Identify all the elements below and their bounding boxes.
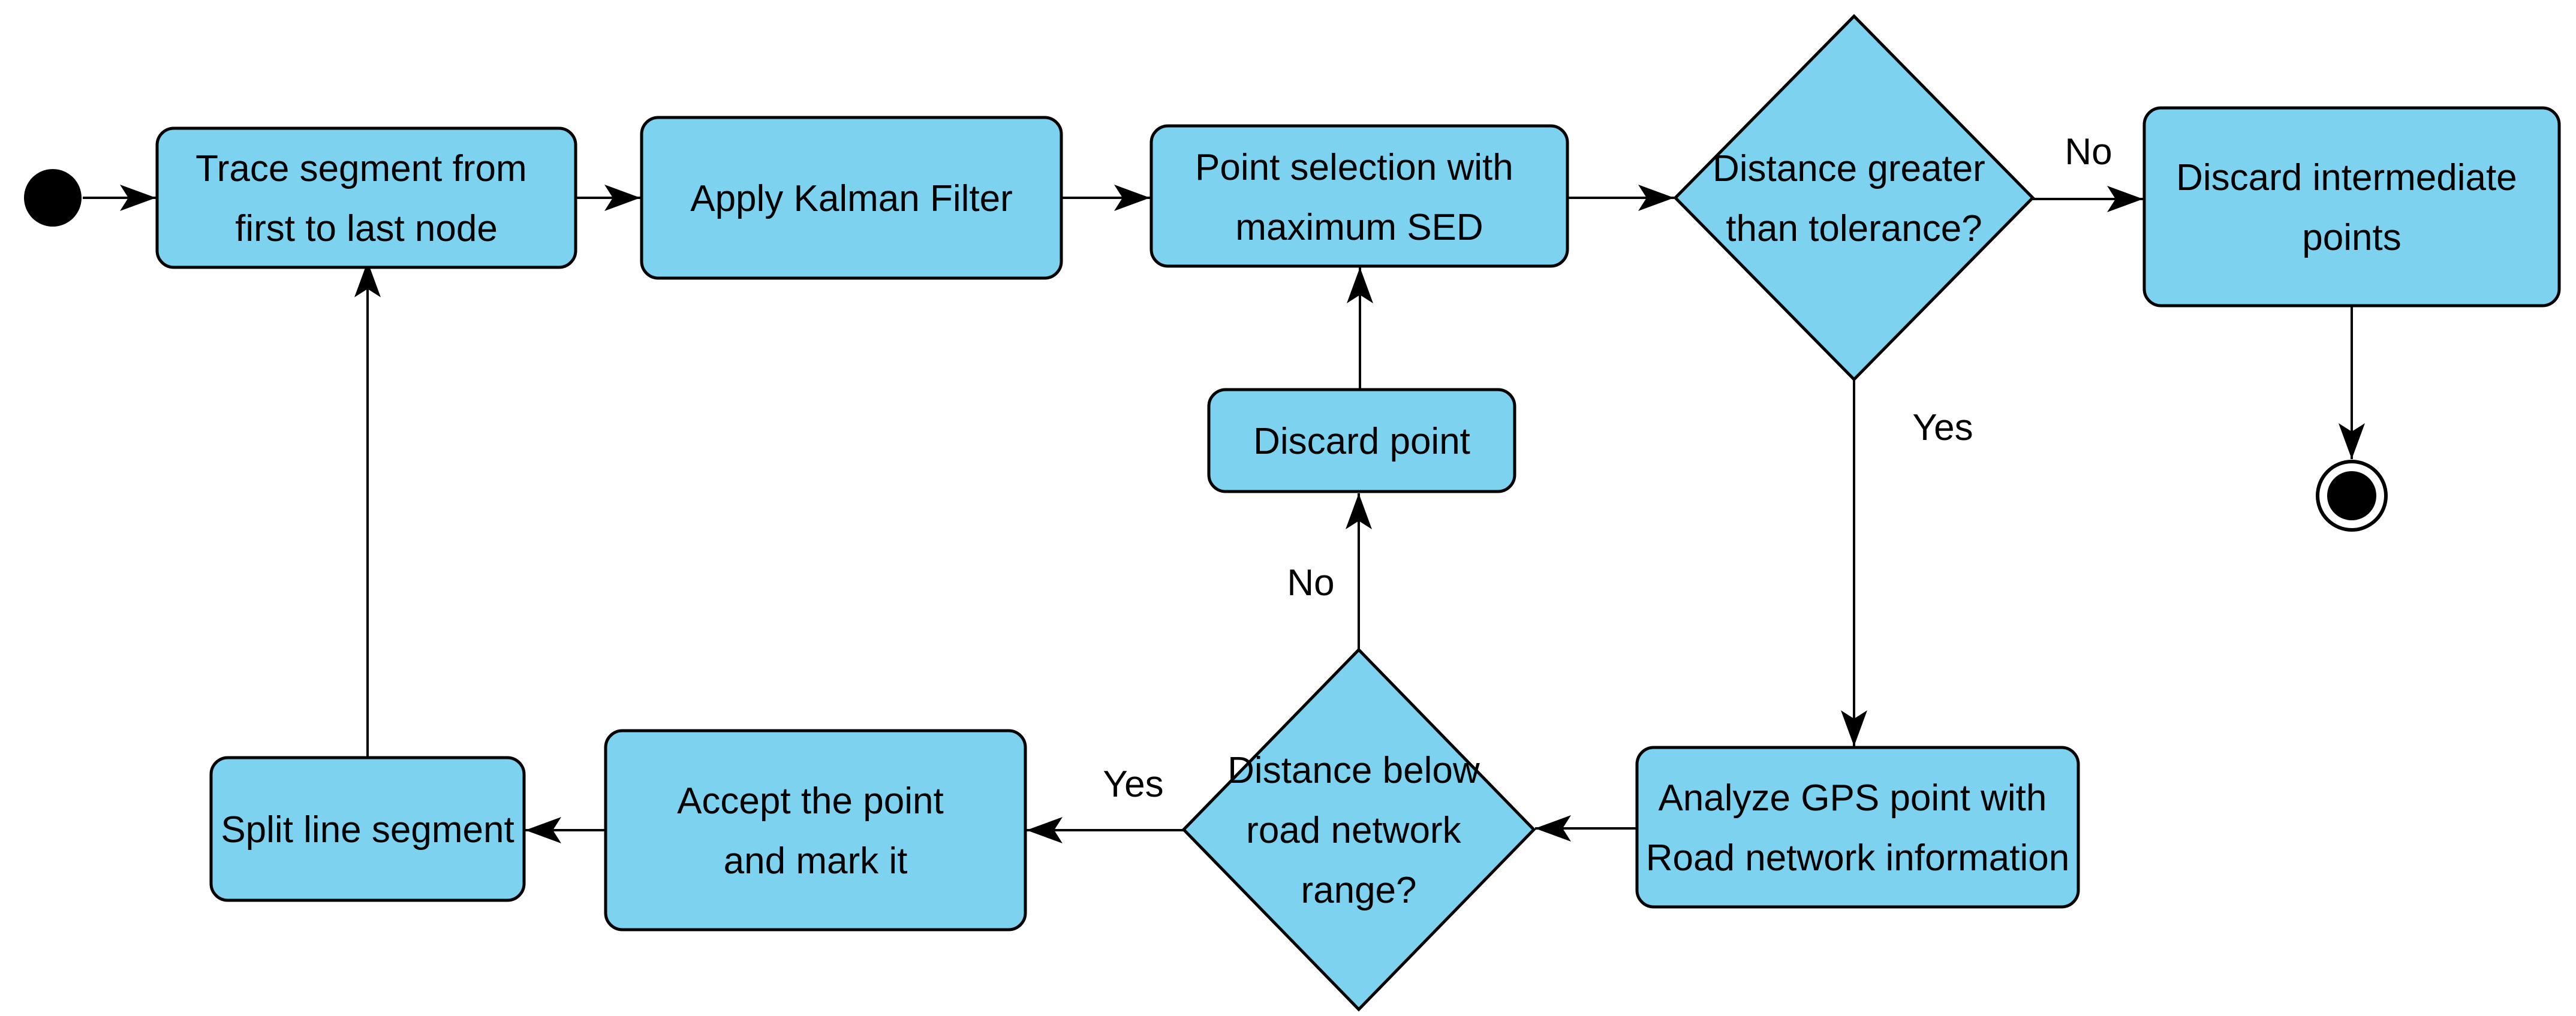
edge-label-range-yes: Yes [1103,764,1163,805]
activity-discard-intermediate-points: Discard intermediate points [2142,106,2561,307]
activity-discard-intermediate-points-shape [2142,106,2561,307]
decision-road-network-range-shape [1181,647,1536,1012]
edge-label-tolerance-no: No [2065,131,2112,173]
activity-kalman-filter-shape [640,116,1063,280]
activity-point-selection-sed-shape [1149,124,1569,268]
activity-kalman-filter: Apply Kalman Filter [640,116,1063,280]
decision-road-network-range: Distance below road network range? [1181,647,1536,1012]
initial-node [24,169,82,227]
activity-trace-segment: Trace segment from first to last node [155,126,577,269]
activity-discard-point-shape [1207,388,1516,493]
activity-split-line-segment: Split line segment [209,756,526,902]
activity-trace-segment-label: Trace segment from first to last node [195,148,537,249]
edge-label-range-no: No [1287,562,1334,604]
final-node-core [2327,471,2376,520]
decision-distance-tolerance: Distance greater than tolerance? [1673,14,2035,382]
activity-analyze-gps-point-label: Analyze GPS point with Road network info… [1646,777,2069,879]
activity-accept-point: Accept the point and mark it [604,729,1027,931]
activity-trace-segment-shape [155,126,577,269]
activity-discard-point: Discard point [1207,388,1516,493]
final-node [2316,460,2388,532]
edge-label-tolerance-yes: Yes [1912,407,1973,448]
activity-kalman-filter-label: Apply Kalman Filter [690,178,1013,219]
activity-accept-point-label: Accept the point and mark it [677,780,954,882]
decision-distance-tolerance-shape [1673,14,2035,382]
activity-split-line-segment-label: Split line segment [221,809,514,851]
activity-analyze-gps-point-shape [1635,746,2080,909]
decision-road-network-range-label: Distance below road network range? [1227,750,1490,911]
activity-analyze-gps-point: Analyze GPS point with Road network info… [1635,746,2080,909]
edge-labels: No Yes No Yes [1103,131,2112,805]
decision-distance-tolerance-label: Distance greater than tolerance? [1713,148,1996,249]
activity-discard-intermediate-points-label: Discard intermediate points [2176,157,2527,258]
activity-discard-point-label: Discard point [1253,421,1470,462]
activity-point-selection-sed-label: Point selection with maximum SED [1195,147,1524,248]
activity-split-line-segment-shape [209,756,526,902]
edges [83,185,2365,843]
activity-accept-point-shape [604,729,1027,931]
activity-point-selection-sed: Point selection with maximum SED [1149,124,1569,268]
